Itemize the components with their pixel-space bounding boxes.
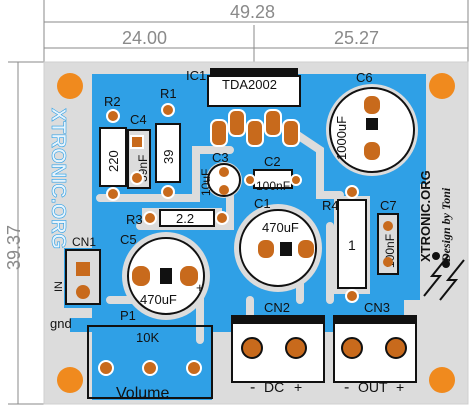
ic1-pins	[210, 109, 300, 147]
cn1-label: CN1	[72, 235, 96, 249]
r1-label: R1	[160, 86, 177, 101]
out-label: OUT	[358, 379, 388, 395]
cn2-header	[232, 316, 324, 324]
c6-value: 1000uF	[334, 116, 349, 160]
c5-value: 470uF	[140, 292, 177, 307]
c5-polarity	[160, 268, 172, 284]
cn3-minus: -	[344, 379, 349, 396]
mounting-holes	[57, 73, 455, 393]
r2-pad-top	[106, 109, 120, 123]
r3-pad-right	[215, 211, 229, 225]
r4-label: R4	[322, 198, 339, 213]
mount-hole-bottom-right	[429, 367, 455, 393]
c4-label: C4	[130, 112, 147, 127]
mount-hole-top-right	[429, 73, 455, 99]
cn2-label: CN2	[264, 300, 290, 315]
mount-hole-top-left	[57, 73, 83, 99]
dimension-height: 39.37	[4, 225, 24, 270]
c1-body	[239, 209, 317, 287]
c3-body	[207, 163, 241, 197]
left-logo: XTRONIC.ORG	[47, 108, 69, 249]
gnd-label: gnd	[50, 316, 72, 331]
cn1-pad-a	[76, 262, 90, 276]
cn1-in-label: IN	[53, 281, 65, 292]
p1-label: P1	[120, 308, 136, 323]
cn2-terminal-minus	[241, 337, 263, 359]
c1-label: C1	[254, 196, 271, 211]
dc-label: DC	[264, 379, 284, 395]
c7-pad-a	[383, 221, 393, 231]
dimension-right-width: 25.27	[334, 28, 379, 48]
p1-body	[87, 325, 213, 399]
cn3-terminal-plus	[385, 337, 407, 359]
p1-value: 10K	[136, 330, 159, 345]
c7-label: C7	[380, 198, 397, 213]
r4-body	[337, 199, 367, 289]
c4-pad-top	[130, 135, 144, 149]
c2-pad-a	[244, 174, 256, 186]
r1-pad-bottom	[161, 185, 175, 199]
c7-pad-b	[383, 257, 393, 267]
r4-pad-top	[345, 185, 359, 199]
c2-pad-b	[290, 174, 302, 186]
r2-pad-bottom	[106, 187, 120, 201]
r4-value: 1	[348, 237, 356, 253]
r2-value: 220	[106, 150, 121, 172]
c7-body	[377, 213, 399, 275]
c3-value: 10uF	[199, 169, 213, 196]
c5-label: C5	[120, 232, 137, 247]
c6-pad-b	[364, 142, 380, 160]
r2-label: R2	[104, 94, 121, 109]
signature: Design by Toni	[439, 187, 453, 263]
r3-pad-left	[143, 211, 157, 225]
cn3-plus: +	[396, 379, 404, 395]
right-logo: XTRONIC.ORG	[418, 170, 433, 262]
c6-polarity	[366, 118, 378, 130]
r3-body	[159, 209, 215, 227]
ic1-body	[207, 75, 301, 107]
c2-value: 100nF	[256, 179, 290, 193]
c1-pad-b	[298, 240, 314, 258]
r1-value: 39	[161, 150, 176, 164]
cn3-terminal-minus	[341, 337, 363, 359]
r3-value: 2.2	[176, 211, 194, 226]
r1-body	[155, 123, 181, 183]
r3-label: R3	[126, 212, 143, 227]
r4-pad-bottom	[345, 289, 359, 303]
c5-pad-a	[132, 266, 150, 286]
c1-pad-a	[258, 240, 274, 258]
c5-pad-b	[180, 266, 198, 286]
dimension-lines	[8, 0, 469, 405]
volume-label: Volume	[116, 385, 169, 402]
c1-polarity	[280, 242, 292, 256]
c2-label: C2	[264, 154, 281, 169]
cn2-terminal-plus	[285, 337, 307, 359]
c3-pad-b	[219, 185, 229, 195]
cn2-plus: +	[294, 379, 302, 395]
r1-pad-top	[161, 103, 175, 117]
mount-hole-bottom-left	[57, 367, 83, 393]
logo-lightning-icon	[423, 252, 465, 301]
ic1-label: IC1	[186, 68, 206, 83]
c5-plus: +	[196, 280, 204, 295]
c1-value: 470uF	[262, 220, 299, 235]
cn2-minus: -	[250, 379, 255, 396]
c6-pad-a	[364, 96, 380, 114]
cn3-label: CN3	[364, 300, 390, 315]
cn1-pad-b	[76, 285, 90, 299]
c3-pad-a	[219, 167, 229, 177]
c3-label: C3	[212, 150, 229, 165]
p1-pads	[98, 360, 202, 376]
dimension-total-width: 49.28	[230, 2, 275, 22]
dimension-left-width: 24.00	[122, 28, 167, 48]
cn3-header	[334, 316, 416, 324]
c6-label: C6	[356, 70, 373, 85]
ic1-part: TDA2002	[222, 77, 277, 92]
c4-pad-bottom	[130, 171, 144, 185]
ic1-tab	[210, 68, 298, 78]
r2-body	[99, 127, 127, 187]
